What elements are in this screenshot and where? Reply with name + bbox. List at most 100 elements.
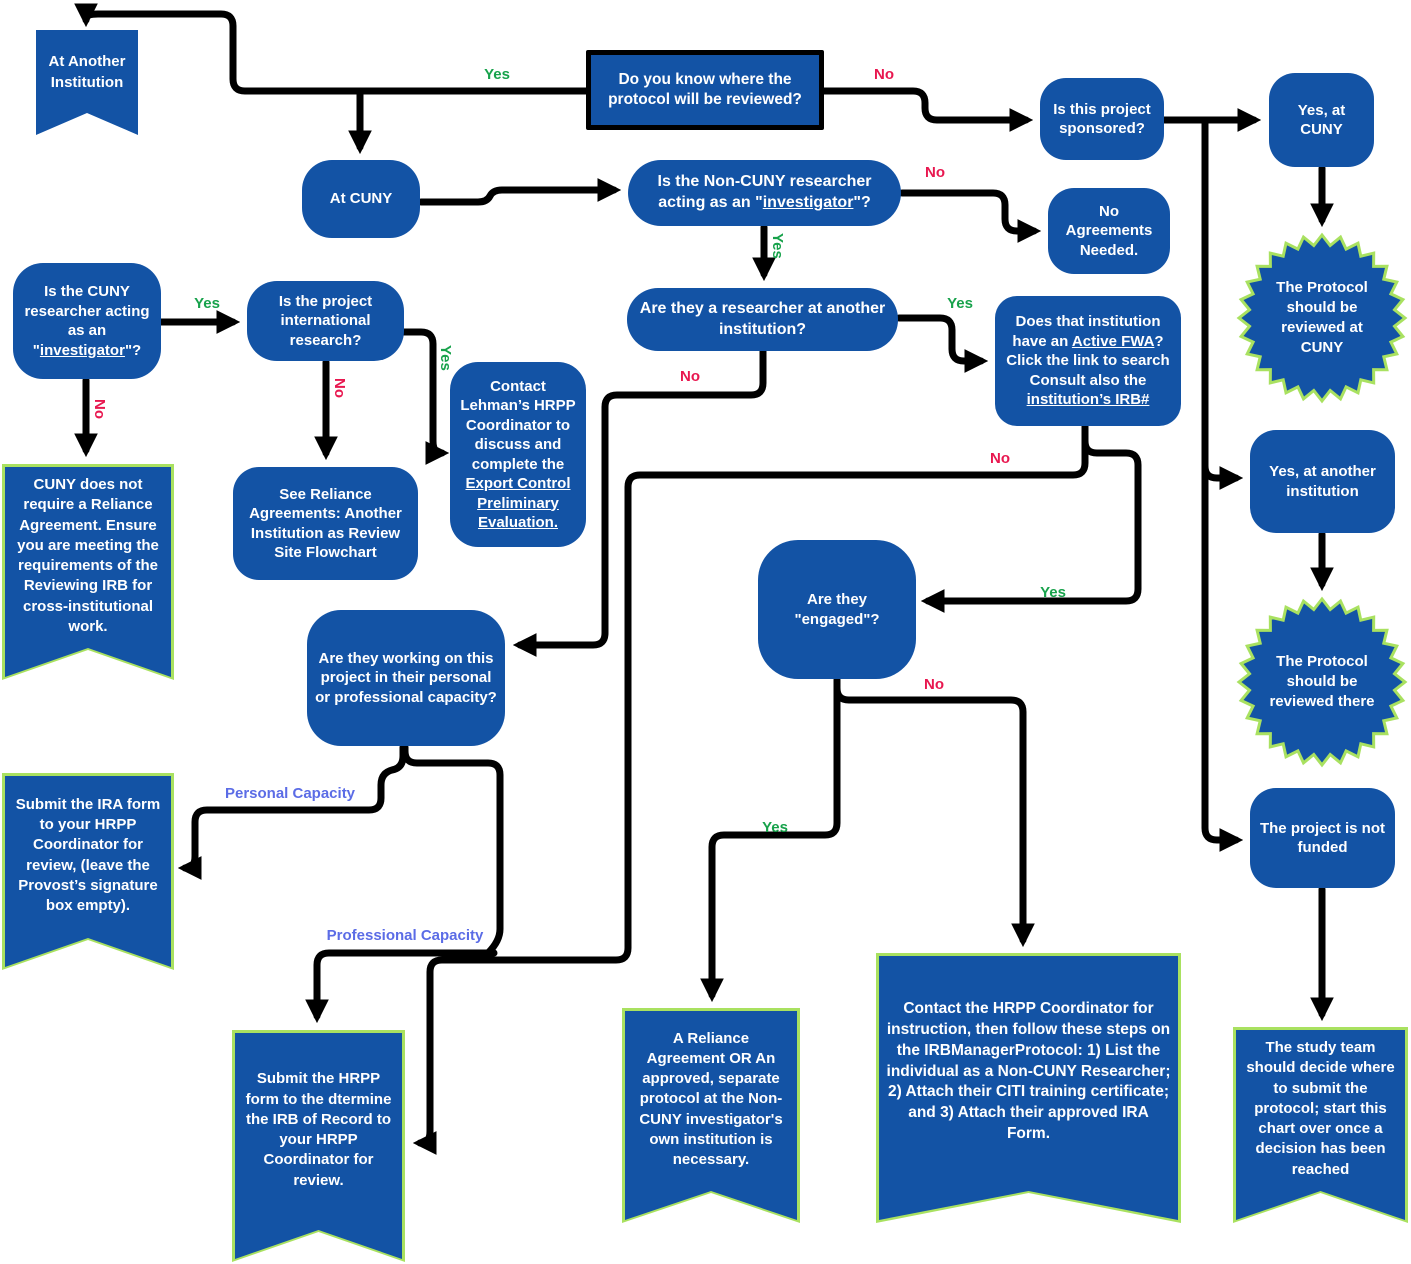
node-contact-lehman-hrpp: Contact Lehman’s HRPP Coordinator to dis… xyxy=(450,362,586,547)
label-no-engaged: No xyxy=(924,676,944,693)
label-no-non-cuny: No xyxy=(925,164,945,181)
label-yes-cuny-investigator: Yes xyxy=(194,295,220,312)
banner-shape xyxy=(625,1011,797,1220)
active-fwa-link[interactable]: Active FWA xyxy=(1071,332,1155,350)
banner-shape xyxy=(5,467,171,677)
label-segment: "? xyxy=(124,341,142,359)
node-label: Contact the HRPP Coordinator for instruc… xyxy=(886,999,1171,1143)
edge-capacity-professional-to-hrpp xyxy=(305,743,504,1024)
node-label: See Reliance Agreements: Another Institu… xyxy=(249,485,402,562)
edge-at-cuny-to-non-cuny xyxy=(417,178,622,206)
label-segment: Contact Lehman’s HRPP Coordinator to dis… xyxy=(460,377,576,473)
node-study-team-banner: The study team should decide where to su… xyxy=(1233,1027,1408,1223)
label-yes-start-left: Yes xyxy=(484,66,510,83)
banner-shape xyxy=(5,776,171,967)
edge-international-yes-to-lehman xyxy=(398,328,450,465)
label-no-cuny-investigator: No xyxy=(91,399,108,419)
label-no-start-right: No xyxy=(874,66,894,83)
node-label: At CUNY xyxy=(329,190,393,208)
institution-irb-link[interactable]: institution’s IRB# xyxy=(1026,391,1150,409)
label-yes-fwa-engaged: Yes xyxy=(1040,584,1066,601)
node-cuny-no-reliance-banner: CUNY does not require a Reliance Agreeme… xyxy=(2,464,174,680)
node-label: Are they a researcher at another institu… xyxy=(639,299,886,338)
label-no-researcher: No xyxy=(680,368,700,385)
node-submit-ira-banner: Submit the IRA form to your HRPP Coordin… xyxy=(2,773,174,970)
edge-start-yes-to-another-institution xyxy=(74,3,590,95)
node-non-cuny-investigator: Is the Non-CUNY researcher acting as an … xyxy=(628,160,901,226)
edge-branch-to-yes-another xyxy=(1201,462,1244,490)
edge-fwa-no-to-submit-hrpp xyxy=(412,422,1089,1155)
export-control-link[interactable]: Export Control Preliminary Evaluation. xyxy=(465,475,571,531)
node-label: Is the Non-CUNY researcher acting as an … xyxy=(636,172,893,214)
node-label: CUNY does not require a Reliance Agreeme… xyxy=(17,476,159,635)
edge-fwa-yes-to-engaged xyxy=(920,422,1142,613)
label-segment: Does that institution have an xyxy=(1012,313,1161,350)
investigator-link[interactable]: investigator xyxy=(762,194,854,211)
label-personal-capacity: Personal Capacity xyxy=(224,785,356,802)
node-label: Yes, at another institution xyxy=(1269,463,1376,500)
node-label: Is this project sponsored? xyxy=(1053,100,1151,138)
node-label: Do you know where the protocol will be r… xyxy=(608,70,802,108)
node-label: The Protocol should be reviewed at CUNY xyxy=(1276,278,1368,357)
banner-shape xyxy=(1236,1030,1405,1220)
label-yes-non-cuny-down: Yes xyxy=(769,233,786,259)
node-label: Is the CUNY researcher acting as an "inv… xyxy=(21,282,153,360)
edge-engaged-no-to-contact-hrpp xyxy=(833,676,1035,948)
label-yes-researcher-fwa: Yes xyxy=(947,295,973,312)
label-yes-international: Yes xyxy=(437,345,454,371)
label-segment: Is the CUNY researcher acting as an " xyxy=(24,283,150,359)
node-researcher-another-institution: Are they a researcher at another institu… xyxy=(627,288,898,351)
edge-sponsored-down-to-not-funded xyxy=(1201,116,1244,852)
label-segment: Is the Non-CUNY researcher acting as an … xyxy=(657,173,872,211)
label-segment: "? xyxy=(853,194,871,211)
label-no-international: No xyxy=(331,378,348,398)
node-protocol-reviewed-at-cuny-seal: The Protocol should be reviewed at CUNY xyxy=(1236,232,1408,404)
node-label: Are they working on this project in thei… xyxy=(315,649,497,706)
node-submit-hrpp-banner: Submit the HRPP form to the dtermine the… xyxy=(232,1030,405,1262)
edge-researcher-no-to-capacity xyxy=(512,347,767,657)
edge-engaged-yes-to-reliance xyxy=(700,676,841,1003)
banner-shape xyxy=(235,1033,402,1259)
label-segment: ? Click the link to search Consult also … xyxy=(1006,332,1170,389)
node-label: Yes, at CUNY xyxy=(1297,101,1346,139)
label-professional-capacity: Professional Capacity xyxy=(326,927,484,944)
edge-capacity-personal-to-ira xyxy=(177,743,407,880)
node-label: The Protocol should be reviewed there xyxy=(1269,652,1375,711)
node-no-agreements-needed: No Agreements Needed. xyxy=(1048,188,1170,274)
node-label: Does that institution have an Active FWA… xyxy=(1001,312,1175,410)
node-label: Submit the IRA form to your HRPP Coordin… xyxy=(15,795,161,914)
edge-start-no-to-sponsored xyxy=(820,87,1034,132)
node-are-they-engaged: Are they "engaged"? xyxy=(758,540,916,679)
node-project-sponsored: Is this project sponsored? xyxy=(1040,78,1164,160)
node-at-cuny: At CUNY xyxy=(302,160,420,238)
node-yes-at-cuny: Yes, at CUNY xyxy=(1269,73,1374,167)
node-yes-another-institution: Yes, at another institution xyxy=(1250,430,1395,533)
node-reliance-agreement-needed-banner: A Reliance Agreement OR An approved, sep… xyxy=(622,1008,800,1223)
investigator-link[interactable]: investigator xyxy=(39,341,125,359)
node-cuny-investigator: Is the CUNY researcher acting as an "inv… xyxy=(13,263,161,379)
node-label: Submit the HRPP form to the dtermine the… xyxy=(245,1070,392,1189)
starburst-shape xyxy=(1236,596,1408,768)
node-start-question: Do you know where the protocol will be r… xyxy=(586,50,824,130)
node-label: Is the project international research? xyxy=(278,292,373,349)
node-label: The study team should decide where to su… xyxy=(1246,1039,1395,1178)
banner-shape xyxy=(879,956,1178,1220)
node-label: A Reliance Agreement OR An approved, sep… xyxy=(639,1029,783,1169)
node-label: The project is not funded xyxy=(1259,819,1385,857)
node-label: At Another Institution xyxy=(48,53,126,91)
label-yes-engaged: Yes xyxy=(762,819,788,836)
node-label: Contact Lehman’s HRPP Coordinator to dis… xyxy=(458,377,578,533)
label-no-fwa: No xyxy=(990,450,1010,467)
node-personal-or-professional-capacity: Are they working on this project in thei… xyxy=(307,610,505,746)
node-see-reliance-agreements: See Reliance Agreements: Another Institu… xyxy=(233,467,418,580)
node-label: No Agreements Needed. xyxy=(1065,202,1153,259)
node-international-research: Is the project international research? xyxy=(247,281,404,361)
starburst-shape xyxy=(1236,232,1408,404)
node-project-not-funded: The project is not funded xyxy=(1250,788,1395,888)
edge-researcher-yes-to-fwa xyxy=(895,314,989,373)
node-active-fwa: Does that institution have an Active FWA… xyxy=(995,296,1181,426)
node-at-another-institution: At Another Institution xyxy=(36,30,138,135)
node-protocol-reviewed-there-seal: The Protocol should be reviewed there xyxy=(1236,596,1408,768)
